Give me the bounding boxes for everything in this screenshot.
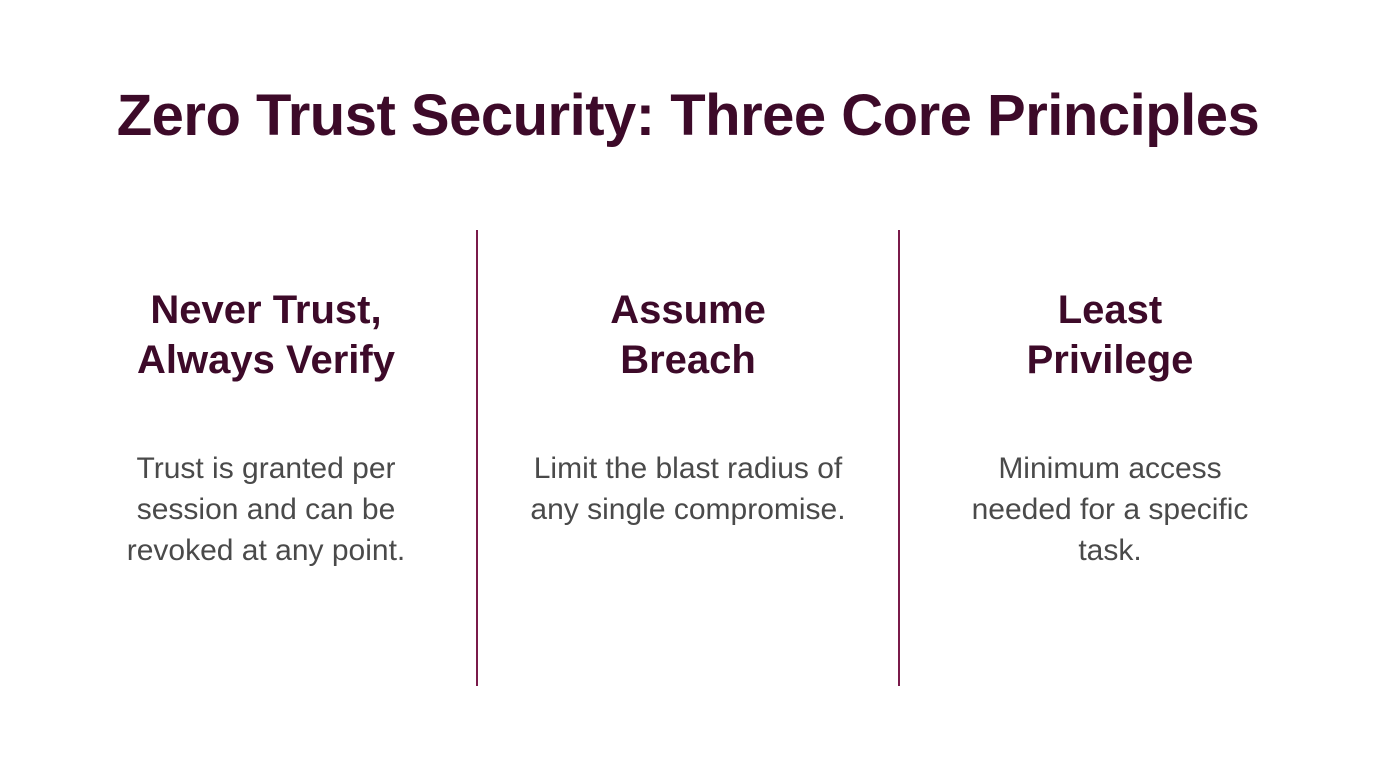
principle-description-line: Limit the blast radius of [533,452,843,485]
principle-column-assume-breach: Assume Breach Limit the blast radius of … [478,230,898,686]
principle-heading: Assume Breach [478,285,898,385]
principle-description-line: any single compromise. [530,493,846,526]
principle-heading-line: Least [1057,288,1163,332]
column-divider [898,230,900,686]
principle-description-line: session and can be [136,493,396,526]
principle-description: Limit the blast radius of any single com… [478,448,898,530]
principles-row: Never Trust, Always Verify Trust is gran… [56,230,1320,686]
principle-heading-line: Always Verify [137,338,395,382]
principle-description-line: task. [1078,534,1142,567]
principle-heading: Least Privilege [900,285,1320,385]
principle-heading-line: Assume [610,288,766,332]
principle-column-least-privilege: Least Privilege Minimum access needed fo… [900,230,1320,686]
principle-column-never-trust: Never Trust, Always Verify Trust is gran… [56,230,476,686]
principle-description: Minimum access needed for a specific tas… [900,448,1320,571]
principle-heading-line: Never Trust, [150,288,382,332]
principle-description-line: Trust is granted per [136,452,396,485]
principle-heading-line: Breach [620,338,756,382]
principle-heading: Never Trust, Always Verify [56,285,476,385]
principle-description-line: needed for a specific [971,493,1249,526]
column-divider [476,230,478,686]
principle-description-line: Minimum access [998,452,1222,485]
principle-description-line: revoked at any point. [126,534,406,567]
principle-description: Trust is granted per session and can be … [56,448,476,571]
slide-title: Zero Trust Security: Three Core Principl… [116,83,1260,148]
principle-heading-line: Privilege [1026,338,1194,382]
